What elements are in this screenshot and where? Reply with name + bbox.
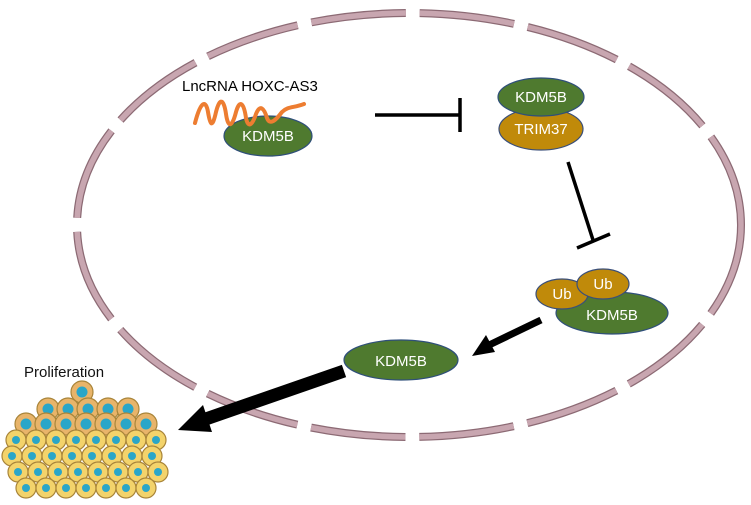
cell-nucleus	[14, 468, 22, 476]
cell-nucleus	[60, 418, 72, 430]
cell-nucleus	[122, 403, 134, 415]
cell-nucleus	[132, 436, 140, 444]
cell-nucleus	[32, 436, 40, 444]
lncrna-squiggle	[193, 99, 306, 127]
cell-nucleus	[142, 484, 150, 492]
cell-membrane	[73, 9, 745, 441]
kdm5b-complex-label: KDM5B	[515, 89, 567, 106]
cell-nucleus	[108, 452, 116, 460]
cell-nucleus	[148, 452, 156, 460]
cell-nucleus	[100, 418, 112, 430]
kdm5b-bound-label: KDM5B	[242, 128, 294, 145]
kdm5b-free-label: KDM5B	[375, 353, 427, 370]
cell-nucleus	[40, 418, 52, 430]
arrow-to-free-kdm5b	[472, 316, 543, 356]
cell-nucleus	[82, 484, 90, 492]
cell-nucleus	[88, 452, 96, 460]
cell-nucleus	[62, 403, 74, 415]
kdm5b-free-protein	[343, 339, 459, 381]
ubiquitin-2-label: Ub	[593, 276, 612, 293]
trim37-label: TRIM37	[514, 121, 567, 138]
proliferation-label: Proliferation	[24, 364, 104, 381]
cell-nucleus	[82, 403, 94, 415]
ubiquitin-2	[576, 268, 630, 300]
cell-nucleus	[22, 484, 30, 492]
cell-nucleus	[48, 452, 56, 460]
cell-nucleus	[76, 386, 88, 398]
cell-nucleus	[72, 436, 80, 444]
cell-nucleus	[134, 468, 142, 476]
cell-nucleus	[8, 452, 16, 460]
kdm5b-ub-label: KDM5B	[586, 307, 638, 324]
ubiquitin-1-label: Ub	[552, 286, 571, 303]
cell-nucleus	[102, 484, 110, 492]
cell-nucleus	[122, 484, 130, 492]
cell-nucleus	[80, 418, 92, 430]
cell-nucleus	[114, 468, 122, 476]
arrow-to-proliferation	[178, 364, 347, 432]
cell-nucleus	[52, 436, 60, 444]
cell-nucleus	[20, 418, 32, 430]
cell-nucleus	[140, 418, 152, 430]
cell-nucleus	[54, 468, 62, 476]
kdm5b-complex-protein	[497, 77, 585, 117]
inhibition-arrow-2	[566, 161, 611, 250]
cell-nucleus	[154, 468, 162, 476]
cell-nucleus	[28, 452, 36, 460]
cell-nucleus	[74, 468, 82, 476]
cell-nucleus	[152, 436, 160, 444]
cell-nucleus	[120, 418, 132, 430]
proliferating-cells-cluster	[1, 380, 169, 499]
cell-nucleus	[94, 468, 102, 476]
cell-nucleus	[102, 403, 114, 415]
cell-nucleus	[92, 436, 100, 444]
cell-nucleus	[62, 484, 70, 492]
cell-nucleus	[34, 468, 42, 476]
cell-nucleus	[112, 436, 120, 444]
cell-nucleus	[128, 452, 136, 460]
cell-nucleus	[68, 452, 76, 460]
cell-nucleus	[42, 403, 54, 415]
lncrna-label: LncRNA HOXC-AS3	[182, 78, 318, 95]
cell-nucleus	[12, 436, 20, 444]
inhibition-arrow-1	[375, 98, 462, 132]
cell-nucleus	[42, 484, 50, 492]
